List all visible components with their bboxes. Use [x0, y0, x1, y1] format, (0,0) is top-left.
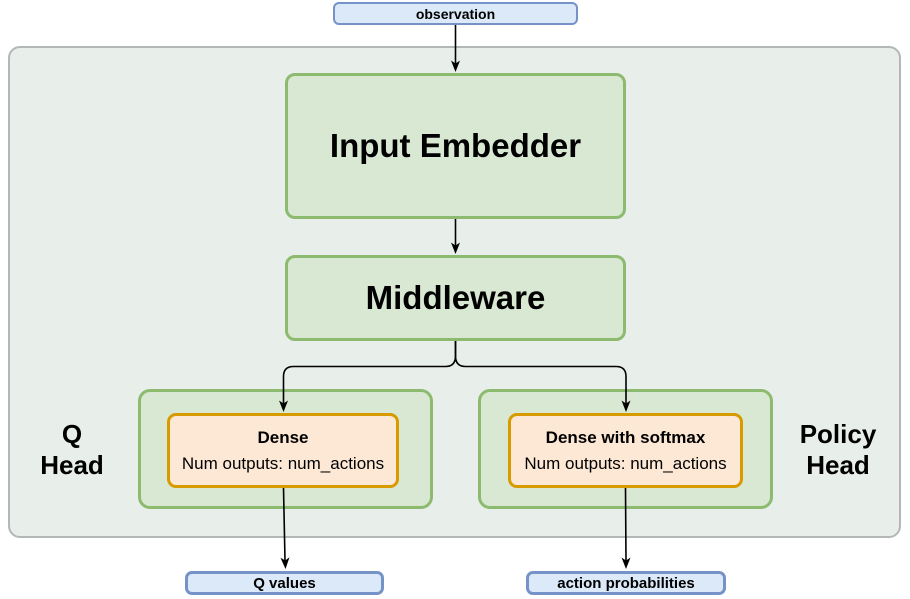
- q-values-node: Q values: [185, 571, 384, 595]
- policy-dense-title: Dense with softmax: [545, 427, 706, 447]
- policy-head-label-line1: Policy: [799, 419, 877, 449]
- q-dense-subtitle: Num outputs: num_actions: [181, 453, 385, 473]
- policy-head-dense-block: Dense with softmax Num outputs: num_acti…: [508, 413, 743, 488]
- policy-head-label-line2: Head: [806, 450, 870, 480]
- q-head-label-line1: Q: [61, 419, 83, 449]
- middleware-block: Middleware: [285, 255, 626, 341]
- q-dense-title: Dense: [257, 427, 309, 447]
- observation-label: observation: [415, 5, 496, 22]
- q-head-label: Q Head: [16, 419, 128, 481]
- input-embedder-block: Input Embedder: [285, 73, 626, 219]
- policy-dense-subtitle: Num outputs: num_actions: [524, 453, 727, 473]
- q-head-label-line2: Head: [40, 450, 104, 480]
- input-embedder-label: Input Embedder: [329, 127, 582, 164]
- q-values-label: Q values: [253, 574, 316, 592]
- observation-node: observation: [333, 2, 578, 25]
- action-probabilities-node: action probabilities: [526, 571, 726, 595]
- q-head-dense-block: Dense Num outputs: num_actions: [167, 413, 399, 488]
- policy-head-label: Policy Head: [782, 419, 894, 481]
- action-probabilities-label: action probabilities: [557, 574, 695, 592]
- middleware-label: Middleware: [365, 279, 546, 316]
